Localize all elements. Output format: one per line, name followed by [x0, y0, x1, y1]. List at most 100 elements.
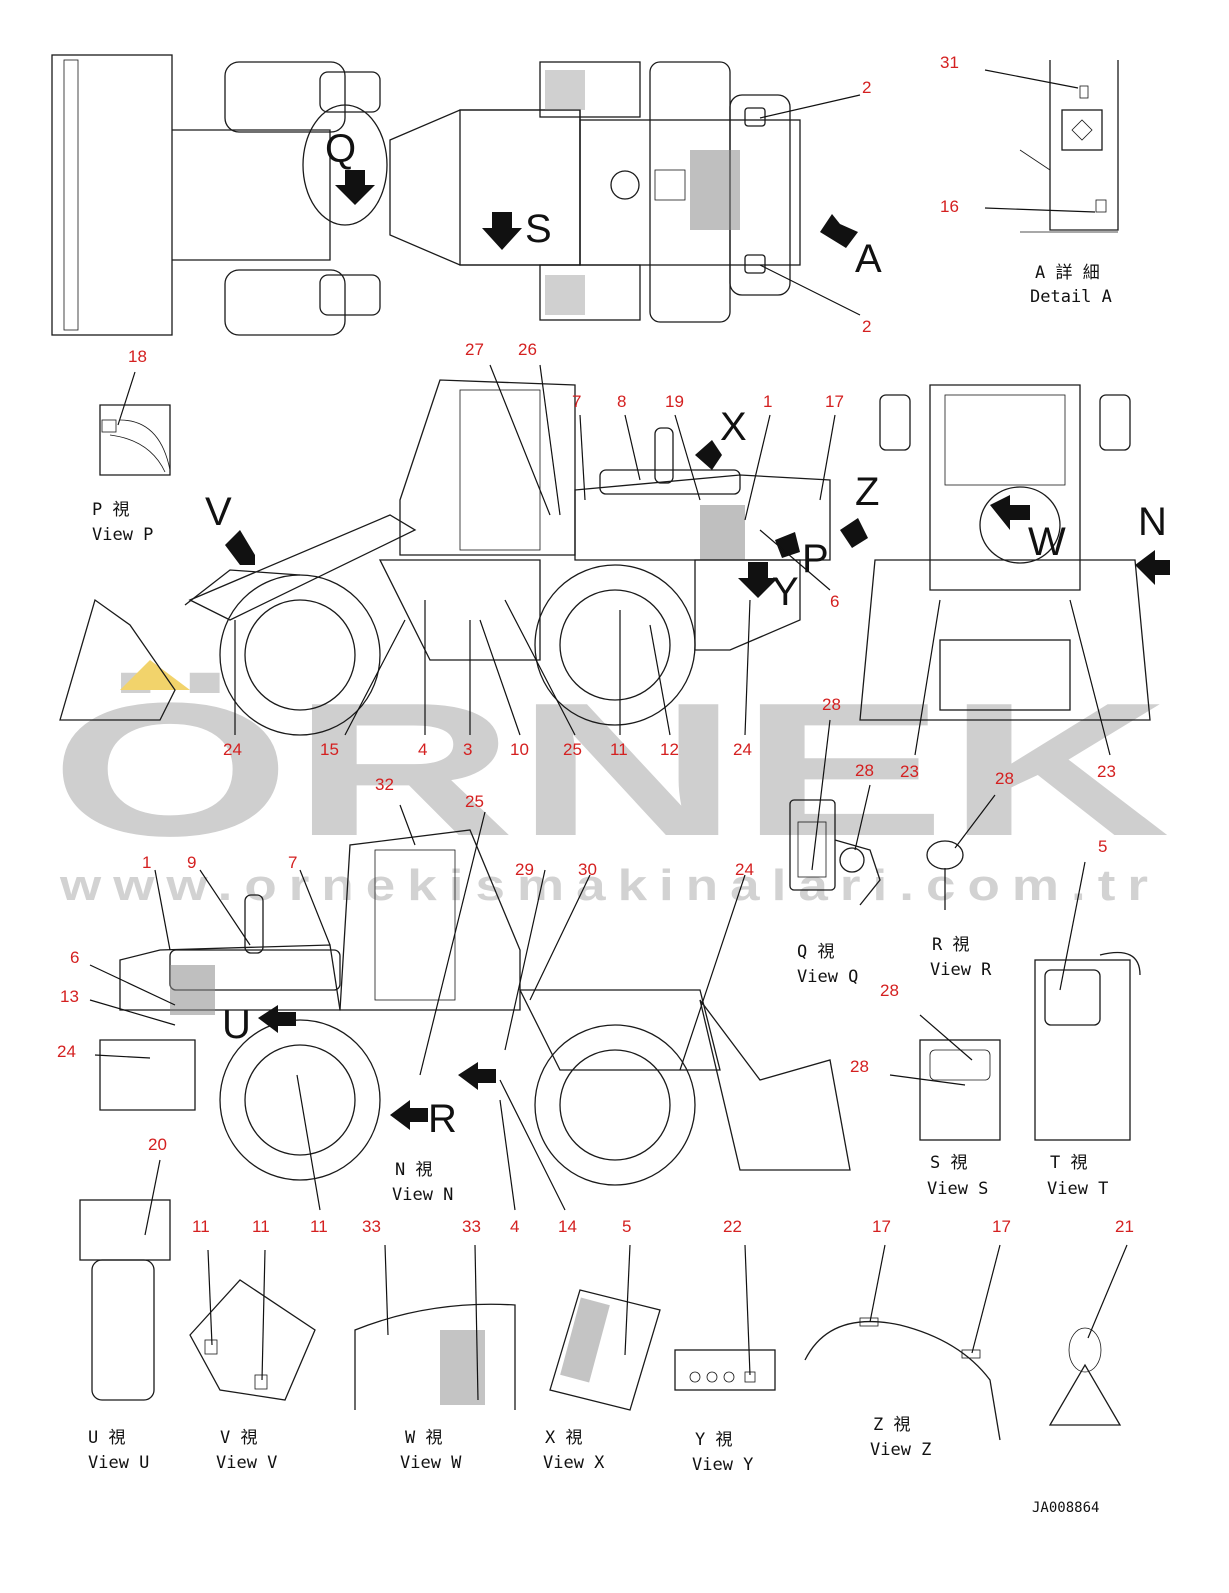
- side-view-left: U R 32 25 1 9 7 29 30 24 6 13: [57, 775, 851, 1236]
- callout-31: 31: [940, 53, 959, 72]
- watermark-accent: [120, 660, 190, 690]
- view-letter-a: A: [855, 237, 882, 281]
- view-z: 17 17 Z 視 View Z: [804, 1217, 1011, 1460]
- view-u-caption-jp: U 視: [88, 1428, 125, 1448]
- callout-3: 3: [463, 740, 472, 759]
- callout-24: 24: [735, 860, 754, 879]
- callout-28: 28: [822, 695, 841, 714]
- watermark-url: www.ornekismakinalari.com.tr: [59, 861, 1160, 910]
- view-arrow-p: [775, 532, 800, 558]
- view-t-caption-jp: T 視: [1050, 1153, 1087, 1173]
- view-arrow-q: [335, 170, 375, 205]
- view-q: 28 28 Q 視 View Q: [789, 695, 881, 987]
- view-letter-q: Q: [325, 127, 356, 171]
- callout-28: 28: [855, 761, 874, 780]
- view-arrow-r: [390, 1100, 428, 1130]
- view-arrow-s: [482, 212, 522, 250]
- callout-17: 17: [825, 392, 844, 411]
- view-letter-y: Y: [772, 570, 799, 614]
- view-arrow-v: [225, 530, 255, 565]
- callout-22: 22: [723, 1217, 742, 1236]
- view-r-caption-en: View R: [930, 960, 992, 980]
- callout-24: 24: [223, 740, 242, 759]
- detail-a-caption-en: Detail A: [1030, 287, 1112, 307]
- view-q-caption-en: View Q: [797, 967, 858, 987]
- view-w-caption-jp: W 視: [405, 1428, 442, 1448]
- view-w: 33 33 W 視 View W: [354, 1217, 516, 1473]
- callout-11: 11: [252, 1217, 270, 1236]
- view-s: 28 28 S 視 View S: [850, 981, 1001, 1199]
- callout-6: 6: [830, 592, 839, 611]
- callout-7: 7: [288, 853, 297, 872]
- callout-11: 11: [310, 1217, 328, 1236]
- callout-11: 11: [610, 740, 628, 759]
- view-letter-s: S: [525, 207, 552, 251]
- view-u-caption-en: View U: [88, 1453, 149, 1473]
- view-arrow-n: [1135, 550, 1170, 585]
- view-arrow-u: [258, 1005, 296, 1033]
- view-p-caption-jp: P 視: [92, 500, 129, 520]
- view-letter-w: W: [1028, 520, 1066, 564]
- callout-6: 6: [70, 948, 79, 967]
- callout-14: 14: [558, 1217, 577, 1236]
- callout-20: 20: [148, 1135, 167, 1154]
- callout-12: 12: [660, 740, 679, 759]
- callout-19: 19: [665, 392, 684, 411]
- view-letter-z: Z: [855, 470, 879, 514]
- callout-17: 17: [992, 1217, 1011, 1236]
- view-letter-p: P: [802, 537, 829, 581]
- callout-1: 1: [763, 392, 772, 411]
- callout-21: 21: [1115, 1217, 1134, 1236]
- callout-24: 24: [733, 740, 752, 759]
- view-y-caption-jp: Y 視: [695, 1430, 732, 1450]
- view-n-caption-jp: N 視: [395, 1160, 432, 1180]
- view-letter-n: N: [1138, 500, 1167, 544]
- view-s-caption-jp: S 視: [930, 1153, 967, 1173]
- detail-a: 31 16 A 詳 細 Detail A: [940, 53, 1119, 307]
- view-arrow-y: [738, 562, 778, 598]
- callout-33: 33: [462, 1217, 481, 1236]
- view-u: 20 U 視 View U: [79, 1135, 171, 1473]
- view-w-caption-en: View W: [400, 1453, 462, 1473]
- callout-9: 9: [187, 853, 196, 872]
- view-p-caption-en: View P: [92, 525, 153, 545]
- callout-15: 15: [320, 740, 339, 759]
- callout-8: 8: [617, 392, 626, 411]
- callout-29: 29: [515, 860, 534, 879]
- view-q-caption-jp: Q 視: [797, 942, 834, 962]
- view-arrow-w: [990, 495, 1030, 530]
- callout-28: 28: [995, 769, 1014, 788]
- view-p: 18 P 視 View P: [92, 347, 171, 545]
- callout-17: 17: [872, 1217, 891, 1236]
- callout-24: 24: [57, 1042, 76, 1061]
- callout-33: 33: [362, 1217, 381, 1236]
- callout-26: 26: [518, 340, 537, 359]
- callout-18: 18: [128, 347, 147, 366]
- callout-30: 30: [578, 860, 597, 879]
- callout-13: 13: [60, 987, 79, 1006]
- view-t: 5 T 視 View T: [1034, 837, 1141, 1199]
- callout-10: 10: [510, 740, 529, 759]
- callout-23: 23: [1097, 762, 1116, 781]
- callout-16: 16: [940, 197, 959, 216]
- detail-a-caption-jp: A 詳 細: [1035, 263, 1100, 283]
- rear-view: W N 23 23: [859, 384, 1170, 781]
- view-r: 28 R 視 View R: [926, 769, 1014, 980]
- view-v-caption-en: View V: [216, 1453, 277, 1473]
- callout-28: 28: [850, 1057, 869, 1076]
- callout-32: 32: [375, 775, 394, 794]
- view-y: 22 Y 視 View Y: [674, 1217, 776, 1475]
- side-view-right: V X Z P Y 27 26 7: [59, 340, 879, 759]
- callout-4: 4: [510, 1217, 519, 1236]
- view-letter-u: U: [222, 1003, 251, 1047]
- callout-2: 2: [862, 317, 871, 336]
- view-x-caption-en: View X: [543, 1453, 605, 1473]
- view-r-caption-jp: R 視: [932, 935, 969, 955]
- view-letter-r: R: [428, 1097, 457, 1141]
- view-letter-x: X: [720, 405, 747, 449]
- callout-5: 5: [1098, 837, 1107, 856]
- callout-25: 25: [563, 740, 582, 759]
- view-arrow-x: [695, 440, 722, 470]
- view-y-caption-en: View Y: [692, 1455, 753, 1475]
